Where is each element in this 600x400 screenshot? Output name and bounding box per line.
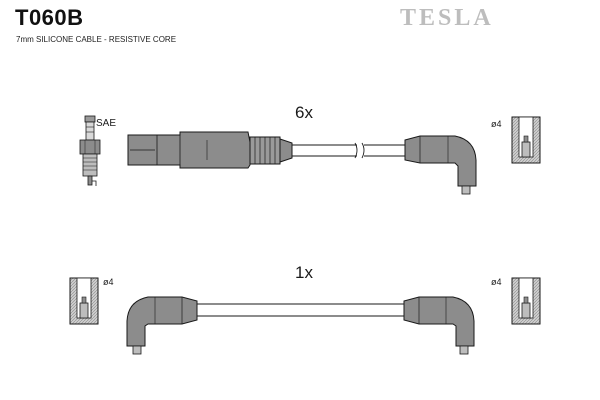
cable [292, 142, 408, 159]
terminal-cap-right-top [511, 116, 541, 164]
straight-boot [127, 131, 293, 169]
quantity-label-1x: 1x [295, 263, 313, 282]
spark-plug [79, 115, 101, 186]
terminal-cap-left-bottom [69, 277, 99, 325]
brand-logo: TESLA [400, 5, 494, 31]
terminal-diameter-label-right: ø4 [491, 277, 502, 287]
angled-boot [404, 135, 477, 195]
cable-spec: 7mm SILICONE CABLE - RESISTIVE CORE [16, 35, 177, 44]
terminal-cap-right-bottom [511, 277, 541, 325]
plug-type-label: SAE [96, 118, 116, 129]
terminal-diameter-label-left: ø4 [103, 277, 114, 287]
angled-boot-right [403, 296, 475, 355]
cable-bottom [197, 303, 404, 317]
terminal-diameter-label-top: ø4 [491, 119, 502, 129]
part-code: T060B [15, 5, 84, 30]
quantity-label-6x: 6x [295, 103, 313, 122]
angled-boot-left [126, 296, 198, 355]
